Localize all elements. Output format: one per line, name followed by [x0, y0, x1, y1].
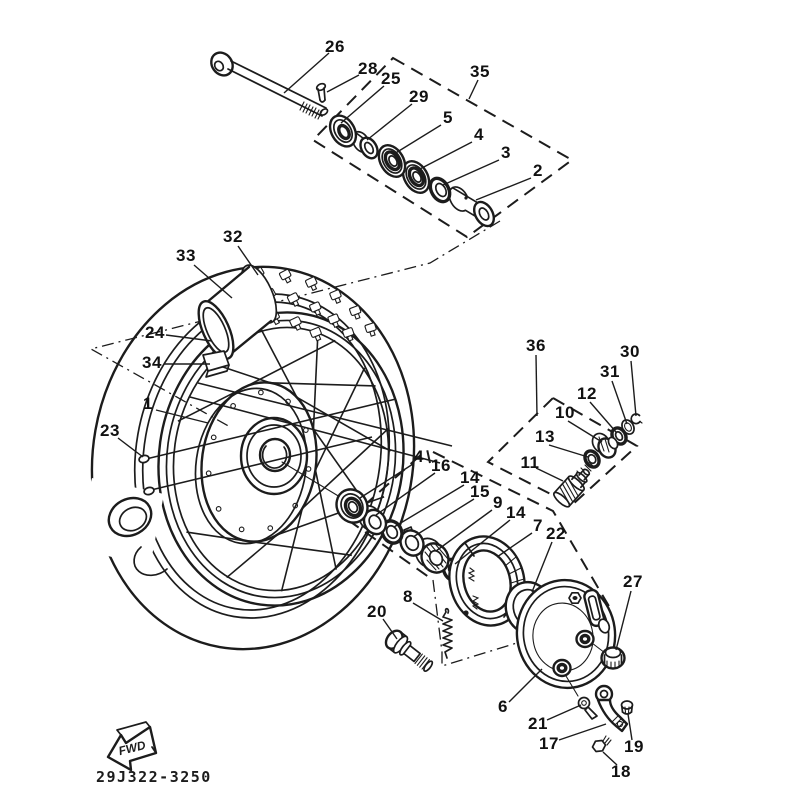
brake-camshaft-worm [552, 468, 591, 508]
axle-shaft [210, 51, 329, 120]
circlip [630, 413, 643, 425]
lever-nut [620, 700, 634, 715]
brake-shoe-plate [515, 578, 617, 697]
projection-chain-lines [89, 220, 534, 667]
wear-indicator-plate [577, 696, 598, 720]
tire-cross-section-cut [74, 478, 168, 577]
axle-oil-seal [328, 114, 358, 148]
leader-lines [117, 52, 637, 766]
axle-bearing-left [377, 143, 407, 179]
brake-lever-arm [594, 684, 629, 733]
lever-pinch-bolt [591, 735, 612, 753]
fwd-label: FWD [117, 738, 147, 758]
adjuster-screw [384, 629, 434, 672]
tire-tread-knobs [251, 266, 377, 342]
hub-spoke-holes [205, 389, 312, 533]
cotter-pin [315, 82, 327, 103]
brake-shoe-spring [442, 607, 453, 659]
axle-nut [600, 646, 626, 670]
dashed-group-box-36 [486, 396, 639, 507]
wheel-hub [194, 381, 341, 545]
axle-collar [448, 186, 496, 228]
dashed-group-box-bearing-stack [347, 447, 611, 609]
hub-bearing [335, 488, 369, 524]
rim-band-tab [202, 350, 230, 378]
forward-direction-arrow: FWD [106, 721, 158, 772]
axle-bearing-right [401, 159, 431, 195]
retainer-plate [399, 526, 425, 557]
loose-spokes [138, 382, 453, 496]
speedometer-drive-gear [414, 537, 450, 574]
drawing-number: 29J322-3250 [96, 768, 212, 786]
cam-washer [583, 449, 601, 469]
dashed-group-box-35 [311, 56, 574, 239]
cam-adjuster-bolt [591, 432, 619, 459]
